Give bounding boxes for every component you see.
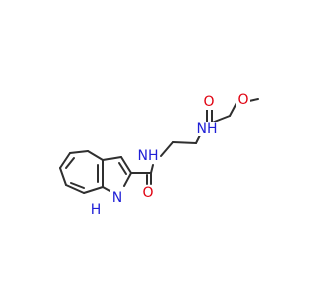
amide1-nh-label: NH xyxy=(138,148,159,164)
ethylene-linker xyxy=(160,134,201,157)
amide2-nh-label: NH xyxy=(197,121,218,137)
bond xyxy=(65,184,85,194)
amide1-oxygen-label: O xyxy=(142,185,153,201)
bond xyxy=(69,150,89,154)
bond xyxy=(248,98,259,102)
pyrrole-ring xyxy=(102,156,132,193)
double-bond-inner xyxy=(65,157,75,169)
ether-oxygen-label: O xyxy=(237,92,248,108)
double-bond-inner xyxy=(118,162,127,175)
double-bond-inner xyxy=(70,182,85,189)
bond xyxy=(211,115,231,124)
bond xyxy=(59,167,67,186)
bond xyxy=(102,156,122,161)
bond xyxy=(172,141,197,144)
atom-labels: N H O NH NH O O xyxy=(91,92,250,218)
amide2-oxygen-label: O xyxy=(203,94,214,110)
bond xyxy=(120,156,132,174)
indole-h-label: H xyxy=(91,202,102,218)
bond xyxy=(59,152,71,169)
bond xyxy=(123,172,132,187)
molecule-structure: N H O NH NH O O xyxy=(59,92,259,218)
bond xyxy=(83,186,104,194)
bond xyxy=(160,141,174,157)
indole-n-label: N xyxy=(112,190,122,206)
benzene-ring xyxy=(59,150,104,194)
bond xyxy=(195,134,201,144)
amide-1 xyxy=(130,164,154,185)
bond xyxy=(87,150,104,161)
bond xyxy=(150,164,154,174)
